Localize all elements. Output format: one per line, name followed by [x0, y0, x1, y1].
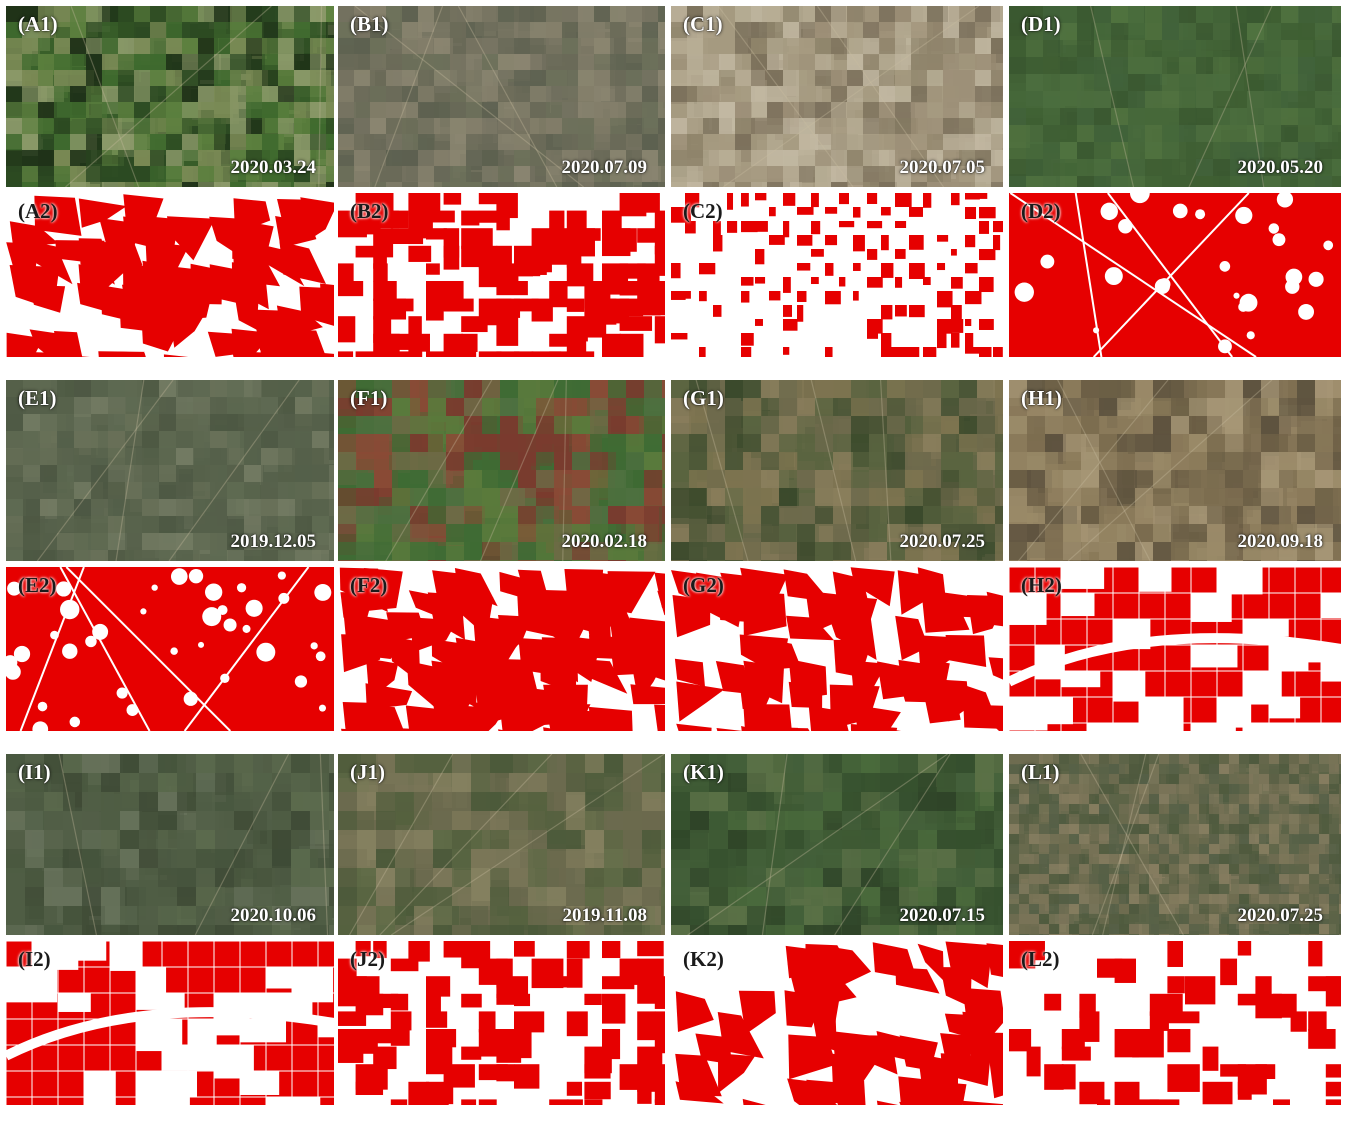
cropland-mask-i: (I2)	[6, 941, 334, 1105]
cropland-mask-h: (H2)	[1009, 567, 1341, 731]
satellite-image-graphic	[338, 754, 665, 935]
panel-label: (H2)	[1021, 573, 1062, 597]
panel-label: (J2)	[350, 947, 385, 971]
panel-label: (E1)	[18, 386, 57, 410]
satellite-image-a: (A1) 2020.03.24	[6, 6, 334, 187]
panel-label: (K2)	[683, 947, 724, 971]
panel-label: (D1)	[1021, 12, 1061, 36]
cropland-mask-a: (A2)	[6, 193, 334, 357]
panel-label: (G1)	[683, 386, 724, 410]
panel-label: (I1)	[18, 760, 51, 784]
panel-label: (B2)	[350, 199, 389, 223]
acquisition-date: 2020.02.18	[561, 531, 648, 552]
satellite-image-graphic	[671, 380, 1003, 561]
acquisition-date: 2020.10.06	[230, 905, 317, 926]
panel-label: (C2)	[683, 199, 723, 223]
acquisition-date: 2020.09.18	[1237, 531, 1324, 552]
satellite-image-l: (L1) 2020.07.25	[1009, 754, 1341, 935]
cropland-mask-graphic	[6, 193, 334, 357]
satellite-image-c: (C1) 2020.07.05	[671, 6, 1003, 187]
panel-label: (A1)	[18, 12, 58, 36]
satellite-image-graphic	[6, 754, 334, 935]
cropland-mask-graphic	[1009, 193, 1341, 357]
satellite-image-g: (G1) 2020.07.25	[671, 380, 1003, 561]
cropland-mask-graphic	[338, 567, 665, 731]
cropland-mask-graphic	[671, 567, 1003, 731]
cropland-mask-c: (C2)	[671, 193, 1003, 357]
acquisition-date: 2020.03.24	[230, 157, 317, 178]
satellite-image-graphic	[6, 6, 334, 187]
cropland-mask-graphic	[338, 193, 665, 357]
cropland-mask-e: (E2)	[6, 567, 334, 731]
satellite-image-b: (B1) 2020.07.09	[338, 6, 665, 187]
panel-label: (H1)	[1021, 386, 1062, 410]
cropland-mask-graphic	[6, 941, 334, 1105]
satellite-image-graphic	[671, 6, 1003, 187]
acquisition-date: 2020.07.25	[899, 531, 986, 552]
cropland-mask-graphic	[338, 941, 665, 1105]
cropland-mask-graphic	[6, 567, 334, 731]
panel-label: (F2)	[350, 573, 388, 597]
acquisition-date: 2020.07.15	[899, 905, 986, 926]
satellite-image-i: (I1) 2020.10.06	[6, 754, 334, 935]
panel-label: (L2)	[1021, 947, 1060, 971]
panel-label: (L1)	[1021, 760, 1060, 784]
satellite-image-graphic	[338, 6, 665, 187]
satellite-image-graphic	[671, 754, 1003, 935]
cropland-mask-b: (B2)	[338, 193, 665, 357]
panel-label: (A2)	[18, 199, 58, 223]
panel-label: (I2)	[18, 947, 51, 971]
satellite-image-graphic	[1009, 380, 1341, 561]
satellite-image-e: (E1) 2019.12.05	[6, 380, 334, 561]
satellite-image-graphic	[1009, 754, 1341, 935]
panel-label: (J1)	[350, 760, 385, 784]
acquisition-date: 2020.07.05	[899, 157, 986, 178]
panel-label: (G2)	[683, 573, 724, 597]
panel-label: (C1)	[683, 12, 723, 36]
satellite-image-k: (K1) 2020.07.15	[671, 754, 1003, 935]
panel-label: (B1)	[350, 12, 389, 36]
acquisition-date: 2019.11.08	[562, 905, 647, 926]
panel-label: (F1)	[350, 386, 388, 410]
acquisition-date: 2020.05.20	[1237, 157, 1324, 178]
cropland-mask-graphic	[1009, 567, 1341, 731]
satellite-image-graphic	[1009, 6, 1341, 187]
cropland-mask-k: (K2)	[671, 941, 1003, 1105]
satellite-image-f: (F1) 2020.02.18	[338, 380, 665, 561]
satellite-image-graphic	[338, 380, 665, 561]
satellite-image-graphic	[6, 380, 334, 561]
cropland-mask-graphic	[671, 193, 1003, 357]
acquisition-date: 2019.12.05	[230, 531, 317, 552]
cropland-mask-d: (D2)	[1009, 193, 1341, 357]
acquisition-date: 2020.07.25	[1237, 905, 1324, 926]
cropland-mask-graphic	[1009, 941, 1341, 1105]
panel-label: (D2)	[1021, 199, 1061, 223]
cropland-mask-graphic	[671, 941, 1003, 1105]
panel-label: (K1)	[683, 760, 724, 784]
satellite-image-j: (J1) 2019.11.08	[338, 754, 665, 935]
panel-label: (E2)	[18, 573, 57, 597]
cropland-mask-g: (G2)	[671, 567, 1003, 731]
cropland-mask-f: (F2)	[338, 567, 665, 731]
acquisition-date: 2020.07.09	[561, 157, 648, 178]
cropland-mask-l: (L2)	[1009, 941, 1341, 1105]
satellite-image-d: (D1) 2020.05.20	[1009, 6, 1341, 187]
cropland-mask-j: (J2)	[338, 941, 665, 1105]
satellite-image-h: (H1) 2020.09.18	[1009, 380, 1341, 561]
